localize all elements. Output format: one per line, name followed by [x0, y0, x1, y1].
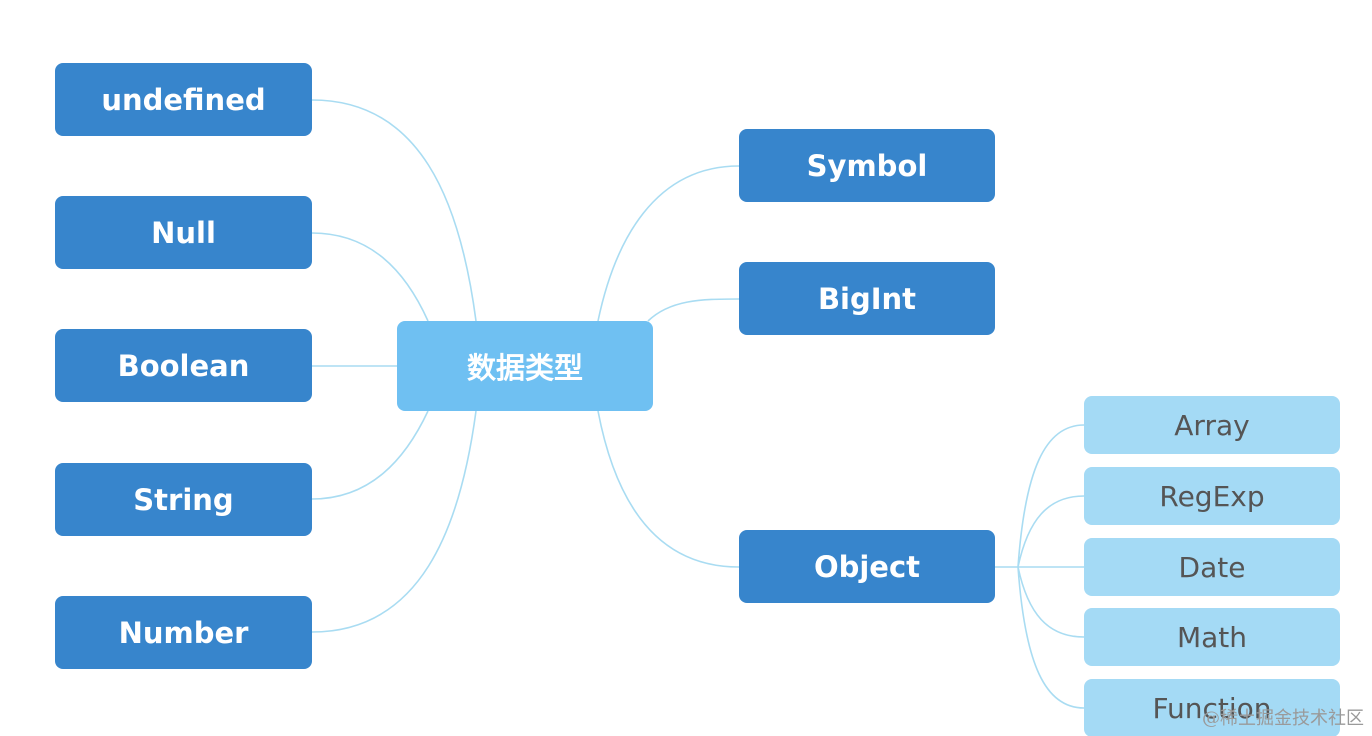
node-regexp: RegExp — [1084, 467, 1340, 525]
connector-array — [1017, 424, 1085, 568]
connector-math — [1017, 566, 1085, 638]
connector-string — [311, 410, 429, 500]
node-symbol: Symbol — [739, 129, 995, 202]
connector-function — [1017, 566, 1085, 709]
node-array: Array — [1084, 396, 1340, 454]
connector-undefined — [311, 99, 477, 322]
watermark: @稀土掘金技术社区 — [1202, 708, 1364, 729]
connector-object — [597, 410, 740, 568]
connector-null — [311, 232, 429, 322]
node-bigint: BigInt — [739, 262, 995, 335]
node-math: Math — [1084, 608, 1340, 666]
connector-regexp — [1017, 495, 1085, 568]
node-object: Object — [739, 530, 995, 603]
node-number: Number — [55, 596, 312, 669]
connector-number — [311, 410, 477, 633]
node-string: String — [55, 463, 312, 536]
node-date: Date — [1084, 538, 1340, 596]
node-boolean: Boolean — [55, 329, 312, 402]
connector-bigint — [647, 298, 740, 322]
root-node-data-types: 数据类型 — [397, 321, 653, 411]
node-function: Function — [1084, 679, 1340, 736]
node-null: Null — [55, 196, 312, 269]
node-undefined: undefined — [55, 63, 312, 136]
connector-symbol — [597, 165, 740, 322]
